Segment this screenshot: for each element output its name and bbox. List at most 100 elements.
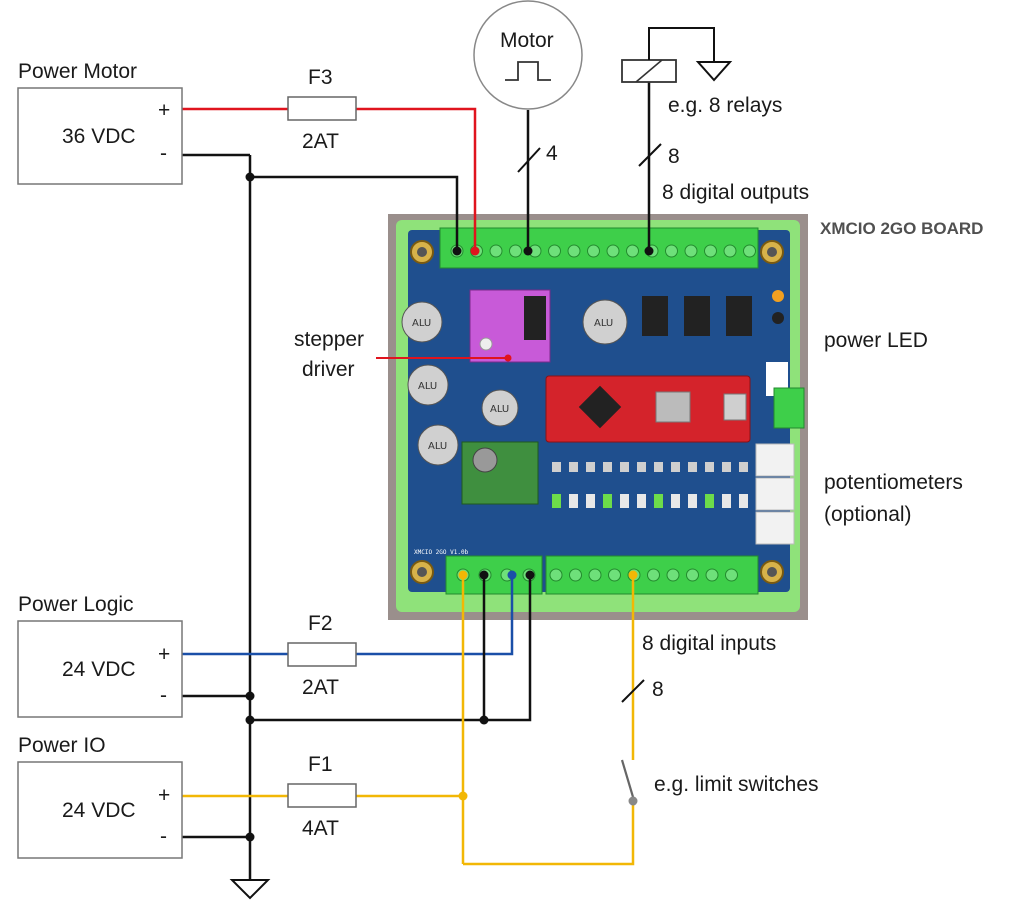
power-io-voltage: 24 VDC [62, 799, 136, 822]
terminal-dot-gnd-logic [525, 570, 535, 580]
input-led-row [552, 462, 748, 508]
terminal-dot-vmot [470, 246, 480, 256]
terminal-screw [723, 244, 737, 258]
digital-outputs-label: 8 digital outputs [662, 181, 809, 204]
power-led [772, 290, 784, 302]
dc-dc-converter [461, 441, 539, 505]
power-io-box [17, 761, 183, 859]
input-led [586, 494, 595, 508]
terminal-screw [743, 244, 756, 258]
terminal-screw [567, 244, 581, 258]
terminal-dot-inputs [628, 570, 638, 580]
fuse-f3-name: F3 [308, 66, 333, 89]
power-motor-minus: - [160, 142, 167, 165]
power-led-label: power LED [824, 329, 928, 352]
input-led [705, 494, 714, 508]
terminal-dot-24vdc-logic [507, 570, 517, 580]
power-logic-box [17, 620, 183, 718]
inputs-wire-count: 8 [652, 678, 664, 701]
input-led [552, 494, 561, 508]
input-led [654, 494, 663, 508]
power-io-title: Power IO [18, 734, 106, 757]
input-led [637, 494, 646, 508]
input-resistor [739, 462, 748, 472]
potentiometers-label-1: potentiometers [824, 471, 963, 494]
svg-text:ALU: ALU [490, 404, 509, 415]
terminal-screw [686, 568, 699, 582]
junction-dot [458, 791, 468, 801]
fuse-f1-rating: 4AT [302, 817, 339, 840]
logic-gnd-to-board-wire [250, 575, 532, 722]
input-resistor [671, 462, 680, 472]
capacitor-c1: ALU [401, 301, 443, 343]
terminal-screw [569, 568, 582, 582]
junction-dot [245, 715, 255, 725]
input-led [620, 494, 629, 508]
output-driver-ic-1 [642, 296, 668, 336]
terminal-screw [548, 244, 561, 258]
input-resistor [569, 462, 578, 472]
motor-gnd-to-board-wire [250, 175, 459, 250]
limit-switch-icon [620, 759, 635, 798]
relay-ground-icon [695, 61, 733, 82]
input-led [603, 494, 612, 508]
motor-plus-wire [182, 107, 477, 250]
power-motor-box [17, 87, 183, 185]
terminal-screw [587, 244, 600, 258]
fuse-f2 [287, 642, 357, 667]
terminal-screw [509, 244, 522, 258]
terminal-dot-24vdc-io [458, 570, 468, 580]
input-led [569, 494, 578, 508]
junction-dot [245, 832, 255, 842]
limit-switches-label: e.g. limit switches [654, 773, 819, 796]
fuse-f1-name: F1 [308, 753, 333, 776]
relays-wire-count: 8 [668, 145, 680, 168]
limit-switch-contact [628, 796, 638, 806]
stepper-driver-label-2: driver [302, 358, 355, 381]
input-led [722, 494, 731, 508]
terminal-dot-motor [523, 246, 533, 256]
power-logic-plus: + [158, 643, 170, 666]
motor-label: Motor [500, 29, 554, 52]
terminal-screw [666, 568, 680, 582]
terminal-dot-outputs [644, 246, 654, 256]
fuse-f2-rating: 2AT [302, 676, 339, 699]
potentiometers-label-2: (optional) [824, 503, 912, 526]
svg-text:ALU: ALU [594, 318, 613, 329]
input-resistor [688, 462, 697, 472]
input-led [688, 494, 697, 508]
junction-dot [479, 715, 489, 725]
board-version-text: XMCIO 2GO V1.0b [414, 549, 469, 556]
terminal-dot-gnd-io [479, 570, 489, 580]
terminal-screw [684, 244, 698, 258]
power-motor-voltage: 36 VDC [62, 125, 136, 148]
input-resistor [705, 462, 714, 472]
terminal-screw [489, 244, 503, 258]
side-terminal [773, 387, 805, 429]
terminal-screw [606, 244, 620, 258]
power-motor-plus: + [158, 99, 170, 122]
input-resistor [620, 462, 629, 472]
input-led [671, 494, 680, 508]
terminal-screw [608, 568, 621, 582]
fuse-f1 [287, 783, 357, 808]
input-bus-slash [621, 679, 645, 703]
relay-bus-slash [638, 143, 662, 167]
pulse-icon [505, 61, 551, 81]
power-logic-minus: - [160, 684, 167, 707]
capacitor-c2: ALU [407, 364, 449, 406]
terminal-screw [705, 568, 719, 582]
terminal-screw [665, 244, 678, 258]
output-driver-ic-2 [684, 296, 710, 336]
svg-text:ALU: ALU [418, 381, 437, 392]
power-logic-voltage: 24 VDC [62, 658, 136, 681]
motor-wire-count: 4 [546, 142, 558, 165]
terminal-screw [588, 568, 602, 582]
relay-ground-wire [648, 27, 715, 62]
power-logic-title: Power Logic [18, 593, 134, 616]
power-motor-title: Power Motor [18, 60, 137, 83]
input-led [739, 494, 748, 508]
microcontroller-board [545, 375, 751, 443]
input-resistor [603, 462, 612, 472]
usb-connector [723, 393, 747, 421]
